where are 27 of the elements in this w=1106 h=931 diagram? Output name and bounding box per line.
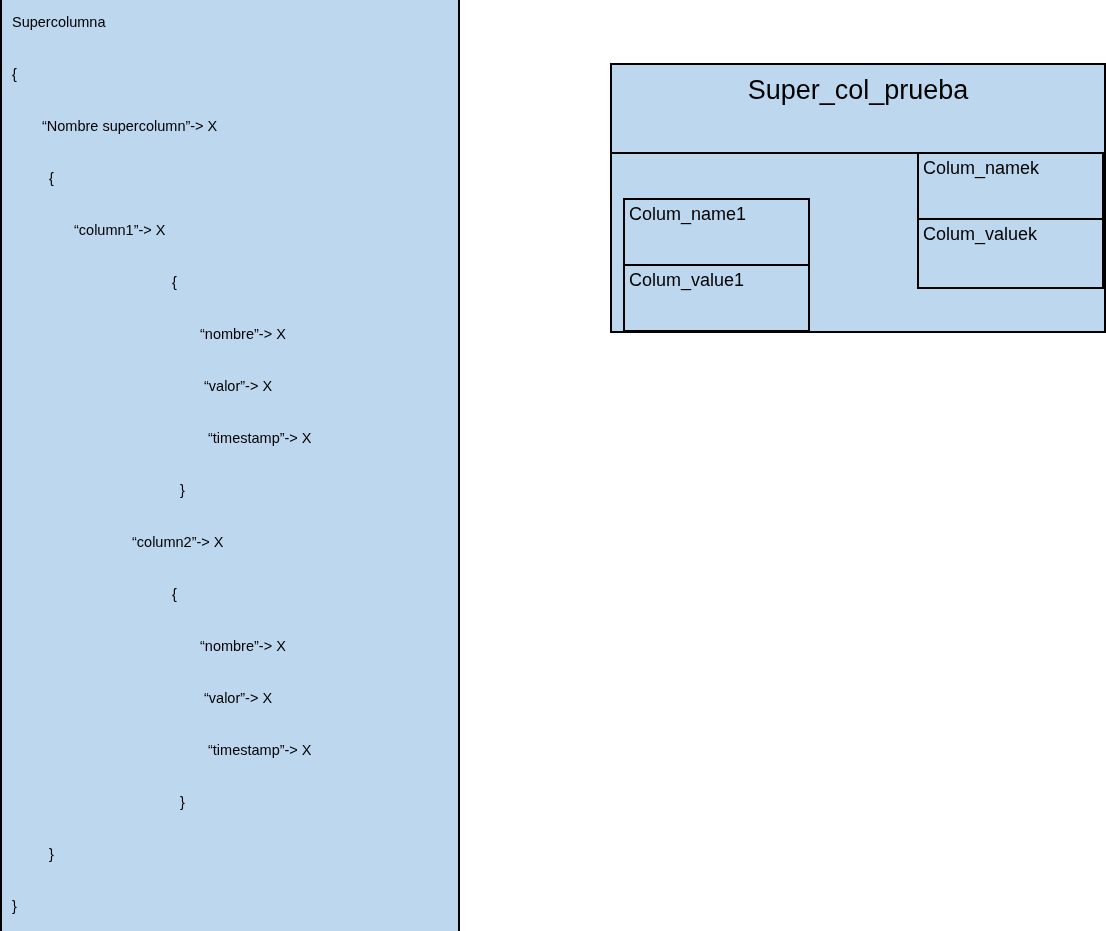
table-title: Super_col_prueba [746,75,970,106]
code-line: } [180,482,185,498]
code-line: “valor”-> X [204,690,273,706]
table-box [610,63,1106,333]
code-line: { [172,586,177,602]
code-line: } [49,846,54,862]
code-line: { [12,66,17,82]
code-line: “timestamp”-> X [208,742,312,758]
code-line: { [49,170,54,186]
code-line: “Nombre supercolumn”-> X [42,118,218,134]
code-line: “nombre”-> X [200,326,286,342]
code-line: “timestamp”-> X [208,430,312,446]
code-line: } [12,898,17,914]
column-name-label: Colum_name1 [629,204,747,225]
code-line: { [172,274,177,290]
column-name-label: Colum_namek [923,158,1040,179]
column-value-label: Colum_value1 [629,270,745,291]
code-line: } [180,794,185,810]
column-box [623,198,810,332]
panel-title: Supercolumna [12,14,106,30]
column-value-label: Colum_valuek [923,224,1038,245]
column-box [917,152,1104,289]
code-line: “valor”-> X [204,378,273,394]
code-panel [0,0,460,931]
code-line: “column2”-> X [132,534,224,550]
code-line: “nombre”-> X [200,638,286,654]
code-line: “column1”-> X [74,222,166,238]
